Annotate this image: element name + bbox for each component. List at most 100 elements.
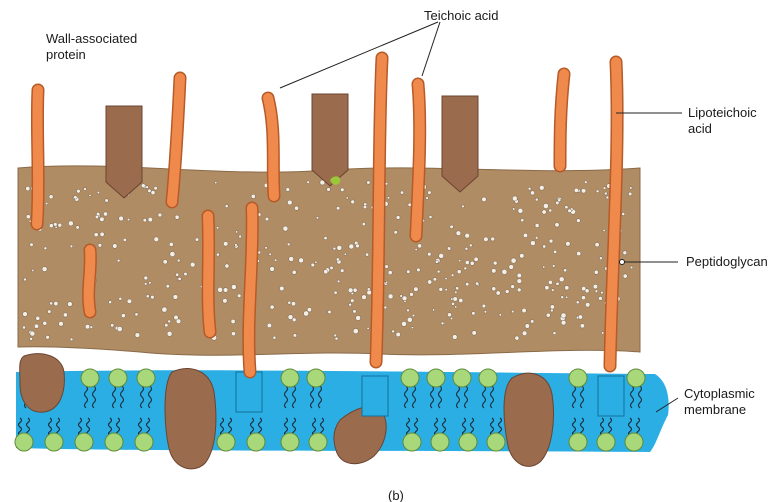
phospholipid-head (308, 432, 328, 452)
peptidoglycan-dot (450, 317, 454, 321)
peptidoglycan-dot (217, 287, 223, 293)
peptidoglycan-dot (520, 218, 525, 223)
lipid-anchor (597, 375, 625, 417)
peptidoglycan-dot (53, 301, 59, 306)
peptidoglycan-dot (576, 218, 581, 223)
peptidoglycan-dot (541, 209, 547, 215)
peptidoglycan-dot (413, 286, 419, 292)
peptidoglycan-dot (350, 199, 355, 205)
peptidoglycan-dot (524, 323, 530, 329)
peptidoglycan-dot (69, 337, 74, 342)
teichoic-acid-chain (409, 77, 427, 243)
lipid-tail (283, 417, 289, 437)
peptidoglycan-dot (143, 275, 149, 281)
leader-lines (279, 21, 682, 413)
peptidoglycan-dot (595, 189, 600, 194)
peptidoglycan-dot (190, 262, 196, 268)
teichoic-acid-chain (261, 91, 281, 203)
peptidoglycan-dot (48, 194, 54, 200)
label-peptidoglycan: Peptidoglycan (686, 254, 768, 269)
membrane-protein (503, 372, 554, 467)
lipid-tail (429, 385, 435, 409)
peptidoglycan-dot (363, 204, 368, 209)
teichoic-acid-chain (165, 71, 187, 209)
peptidoglycan-dot (147, 217, 153, 223)
membrane-protein (164, 368, 217, 470)
peptidoglycan-dot (553, 249, 557, 254)
peptidoglycan-dot (238, 234, 242, 239)
peptidoglycan-dot (176, 258, 181, 263)
phospholipid-head (426, 368, 446, 388)
peptidoglycan-dot (385, 280, 388, 284)
peptidoglycan-dot (461, 204, 465, 208)
peptidoglycan-dot (544, 285, 550, 291)
peptidoglycan-dot (287, 199, 293, 206)
peptidoglycan-dot (384, 264, 389, 269)
phospholipid-head (458, 432, 478, 452)
peptidoglycan-dot (97, 243, 102, 248)
peptidoglycan-dot (416, 267, 421, 272)
peptidoglycan-dot (481, 196, 487, 202)
lipid-tail (571, 417, 577, 437)
lipid-tail (489, 385, 495, 409)
peptidoglycan-dot (574, 187, 579, 193)
peptidoglycan-dot (550, 308, 554, 313)
peptidoglycan-dot (628, 191, 633, 196)
peptidoglycan-dot (559, 276, 565, 282)
peptidoglycan-dot (530, 190, 535, 196)
lipid-tail (291, 417, 297, 437)
peptidoglycan-dot (268, 252, 272, 256)
peptidoglycan-dot (449, 224, 454, 229)
peptidoglycan-dot (348, 303, 352, 307)
peptidoglycan-dot (144, 282, 148, 286)
peptidoglycan-dot (432, 277, 437, 282)
peptidoglycan-dot (451, 273, 455, 277)
peptidoglycan-dot (127, 218, 131, 222)
peptidoglycan-dot (629, 186, 633, 190)
peptidoglycan-dot (326, 187, 331, 192)
peptidoglycan-dot (551, 288, 555, 292)
peptidoglycan-dot (282, 225, 289, 232)
peptidoglycan-dot (512, 195, 518, 202)
peptidoglycan-dot (63, 312, 68, 318)
lipid-tail (629, 385, 635, 409)
peptidoglycan-dot (76, 189, 81, 194)
peptidoglycan-dot (458, 298, 464, 303)
lipid-tail (461, 417, 467, 437)
peptidoglycan-dot (306, 180, 310, 184)
phospholipid-head (626, 368, 646, 388)
peptidoglycan-dot (550, 304, 555, 310)
peptidoglycan-dot (560, 295, 564, 299)
peptidoglycan-dot (565, 295, 569, 299)
peptidoglycan-dot (498, 313, 502, 317)
peptidoglycan-dot (164, 323, 169, 328)
lipid-tail (139, 385, 145, 409)
peptidoglycan-dot (435, 259, 439, 264)
peptidoglycan-dot (265, 217, 270, 222)
lipid-tail (227, 417, 233, 437)
peptidoglycan-dot (285, 187, 290, 192)
peptidoglycan-dot (287, 314, 294, 320)
membrane-proteins (19, 353, 554, 470)
peptidoglycan-dot (230, 319, 236, 324)
peptidoglycan-dot (126, 298, 132, 304)
peptidoglycan-dot (166, 331, 173, 337)
peptidoglycan-dot (352, 328, 359, 334)
peptidoglycan-dot (340, 268, 345, 273)
lipid-tail (83, 385, 89, 409)
peptidoglycan-dot (22, 311, 28, 317)
peptidoglycan-dot (417, 243, 422, 249)
phospholipid-head (280, 432, 300, 452)
peptidoglycan-dot (336, 206, 341, 211)
teichoic-acid-chain (553, 67, 571, 173)
peptidoglycan-dot (565, 241, 571, 247)
peptidoglycan-dot (355, 243, 360, 249)
peptidoglycan-dot (41, 266, 48, 272)
lipid-tail (145, 417, 151, 437)
peptidoglycan-dot (464, 247, 469, 251)
peptidoglycan-dot (224, 204, 229, 208)
peptidoglycan-dot (527, 186, 532, 191)
peptidoglycan-dot (365, 252, 369, 257)
peptidoglycan-dot (75, 225, 80, 230)
peptidoglycan-dot (315, 216, 319, 220)
